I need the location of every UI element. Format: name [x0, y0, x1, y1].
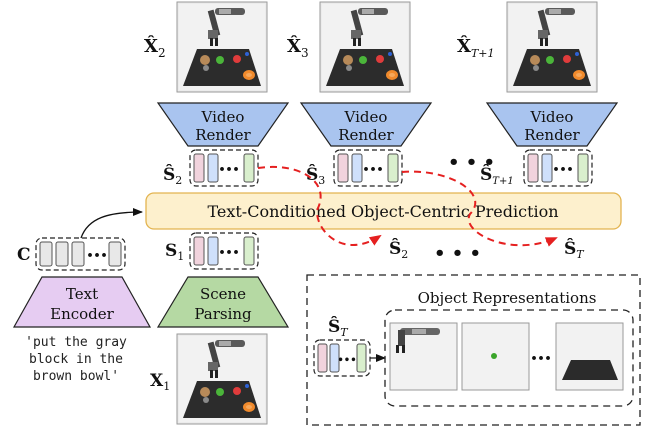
video-render-3-line1: Video	[530, 108, 574, 126]
slot-dots: •••	[552, 163, 573, 176]
frame-xt1	[506, 1, 598, 93]
video-render-1: Video Render	[156, 102, 290, 147]
slot-label-st1-top: ŜT+1	[480, 164, 514, 187]
slot-dots: •••	[337, 355, 356, 366]
object-representations-panel: Object Representations ŜT ••• •••	[306, 274, 641, 426]
video-render-1-line2: Render	[195, 126, 251, 144]
object-image-table	[555, 322, 624, 391]
top-ellipsis: • • •	[448, 152, 495, 173]
slot-dots: •••	[218, 246, 239, 259]
text-encoder-line1: Text	[66, 285, 98, 303]
object-representations-title: Object Representations	[418, 289, 597, 307]
slot-group-s1: •••	[189, 232, 259, 270]
slot-dots: •••	[86, 249, 107, 262]
arrow-s3-feedback	[401, 170, 558, 247]
arrow-s2-feedback	[257, 165, 382, 246]
slot-group-s3-top: •••	[333, 149, 403, 187]
object-image-green-block	[461, 322, 530, 391]
bottom-ellipsis: • • •	[434, 243, 481, 264]
arrow-c-to-prediction	[80, 208, 143, 239]
slot-label-st-bottom: ŜT	[564, 238, 585, 261]
video-render-2-line1: Video	[344, 108, 388, 126]
video-render-2: Video Render	[299, 102, 433, 147]
frame-x2-label: X̂2	[144, 35, 166, 60]
slot-group-st1-top: •••	[523, 149, 593, 187]
slot-label-st-inset: ŜT	[328, 316, 349, 339]
slot-dots: •••	[218, 163, 239, 176]
text-encoder-line2: Encoder	[50, 305, 115, 323]
prompt-line-1: 'put the gray	[25, 335, 127, 350]
scene-parsing: Scene Parsing	[156, 276, 290, 328]
slot-label-s1: S1	[165, 241, 184, 263]
prompt-line-3: brown bowl'	[33, 369, 119, 384]
object-image-robot	[389, 322, 458, 391]
video-render-3: Video Render	[485, 102, 619, 147]
frame-x1-label: X1	[150, 371, 170, 393]
frame-x3-label: X̂3	[287, 35, 309, 60]
frame-x3	[319, 1, 411, 93]
video-render-3-line2: Render	[524, 126, 580, 144]
prediction-box: Text-Conditioned Object-Centric Predicti…	[145, 192, 622, 230]
text-input-label: C	[17, 245, 31, 265]
frame-x1	[176, 333, 268, 425]
frame-x2	[176, 1, 268, 93]
scene-parsing-line2: Parsing	[194, 305, 252, 323]
slot-group-st-inset: •••	[313, 339, 371, 377]
scene-parsing-line1: Scene	[200, 285, 246, 303]
prompt-text: 'put the gray block in the brown bowl'	[25, 335, 127, 384]
object-ellipsis: •••	[530, 352, 551, 365]
slot-group-s2-top: •••	[189, 149, 259, 187]
slot-label-s2-top: Ŝ2	[163, 164, 182, 187]
text-encoder: Text Encoder	[12, 276, 152, 328]
video-render-2-line2: Render	[338, 126, 394, 144]
slot-label-s3-top: Ŝ3	[306, 164, 325, 187]
slot-label-s2-bottom: Ŝ2	[389, 238, 408, 261]
prompt-line-2: block in the	[29, 352, 123, 367]
video-render-1-line1: Video	[201, 108, 245, 126]
slot-group-c: •••	[35, 237, 126, 271]
slot-dots: •••	[362, 163, 383, 176]
prediction-label: Text-Conditioned Object-Centric Predicti…	[207, 202, 558, 221]
red-arrows	[257, 165, 558, 247]
frame-xt1-label: X̂T+1	[457, 35, 495, 60]
